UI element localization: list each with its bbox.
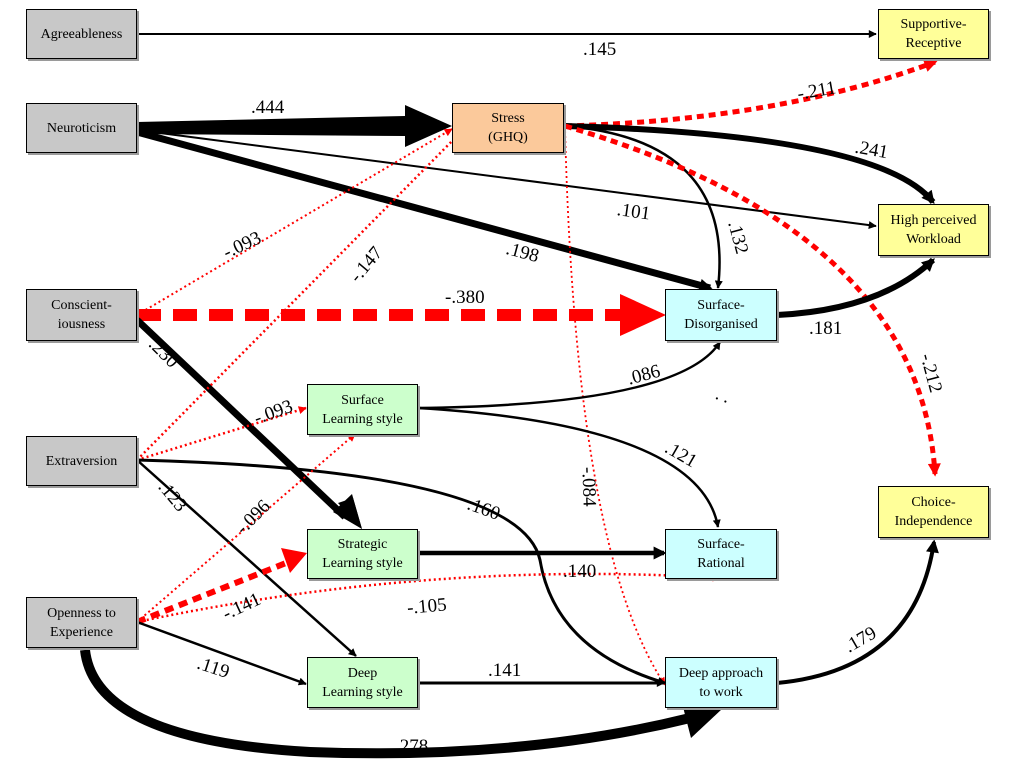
node-surface-disorganised: Surface- Disorganised [665, 289, 777, 341]
label-consc-surfdis: -.380 [445, 287, 485, 308]
path-consc-strategic-head2 [333, 494, 362, 529]
path-consc-stress [136, 128, 453, 316]
label-surfacels-surfrat: .121 [661, 437, 700, 472]
label-agree-supportive: .145 [583, 39, 616, 60]
path-neuro-surfdis [136, 128, 713, 292]
path-open-surfrat [136, 572, 721, 624]
path-surfacels-surfdis [417, 341, 722, 410]
path-open-deepwork-head [682, 703, 722, 738]
node-openness: Openness to Experience [26, 597, 137, 648]
label-extra-deepwork: .160 [464, 494, 502, 525]
path-stress-choice [564, 123, 941, 477]
path-neuro-stress [137, 105, 452, 147]
path-extra-stress [136, 132, 461, 461]
label-extra-stress: -.147 [346, 243, 388, 287]
node-surface-learning-style: Surface Learning style [307, 384, 418, 435]
label-open-deepwork: .278 [395, 736, 428, 757]
node-strategic-learning-style: Strategic Learning style [307, 529, 418, 579]
path-open-strategic [135, 560, 288, 625]
path-extra-deepls [136, 459, 357, 657]
node-deep-learning-style: Deep Learning style [307, 657, 418, 708]
path-open-deepls [136, 620, 307, 686]
path-open-strategic-head [281, 548, 307, 573]
label-surfdis-workload: .181 [809, 318, 842, 339]
node-conscientiousness: Conscient- iousness [26, 289, 137, 341]
label-extra-surfacels: -.093 [251, 396, 295, 429]
path-consc-surfdis-head [620, 294, 666, 336]
path-consc-strategic [134, 317, 348, 520]
node-neuroticism: Neuroticism [26, 103, 137, 153]
label-open-deepls: .119 [194, 653, 231, 683]
path-stress-workload [564, 123, 936, 205]
path-neuro-workload [136, 129, 877, 230]
node-surface-rational: Surface- Rational [665, 529, 777, 579]
path-stress-surfdis [564, 124, 723, 289]
path-surfdis-workload [776, 257, 936, 318]
label-stress-supportive: -.211 [796, 77, 838, 104]
node-agreeableness: Agreeableness [26, 9, 137, 59]
label-open-strategic: -.141 [219, 589, 264, 625]
node-supportive-receptive: Supportive- Receptive [878, 9, 989, 59]
label-stress-deepwork: -.084 [577, 467, 599, 508]
node-choice-independence: Choice- Independence [878, 486, 989, 538]
label-open-surfrat: -.105 [406, 594, 447, 618]
label-stress-surfdis: .132 [723, 219, 752, 257]
label-strategic-surfrat: .140 [563, 561, 596, 582]
node-high-perceived-workload: High perceived Workload [878, 204, 989, 256]
label-open-surfacels: -.096 [232, 496, 275, 539]
label-consc-strategic: .230 [144, 334, 182, 372]
path-surfacels-surfrat [417, 406, 721, 528]
label-deepls-deepwork: .141 [488, 660, 521, 681]
path-extra-deepwork [136, 458, 666, 685]
label-surfacels-surfdis: .086 [625, 361, 663, 390]
label-neuro-workload: .101 [616, 199, 652, 224]
path-open-deepwork [80, 649, 692, 759]
node-deep-approach: Deep approach to work [665, 657, 777, 708]
label-extra-deepls: .123 [154, 477, 191, 516]
node-extraversion: Extraversion [26, 436, 137, 486]
node-stress: Stress (GHQ) [452, 103, 564, 153]
label-neuro-stress: .444 [251, 97, 285, 118]
label-consc-stress: -.093 [220, 228, 265, 264]
path-deepwork-choice [776, 539, 939, 685]
path-stress-supportive [564, 59, 938, 129]
